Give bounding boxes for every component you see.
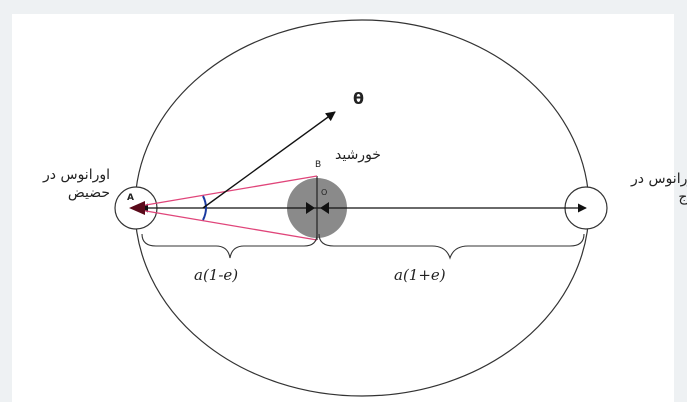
- perihelion-caption: اورانوس در حضیض: [10, 166, 110, 202]
- sun-label: خورشید: [335, 147, 381, 163]
- aphelion-caption: اورانوس در اوج: [598, 170, 687, 206]
- aphelion-caption-line2: اوج: [678, 189, 687, 205]
- sight-line-top: [139, 175, 318, 207]
- theta-label: θ: [353, 89, 364, 108]
- aphelion-distance-label: a(1+e): [394, 266, 446, 284]
- focus-marker-left: [306, 202, 315, 214]
- brace-perihelion: [141, 233, 318, 259]
- aphelion-caption-line1: اورانوس در: [631, 171, 687, 187]
- perihelion-distance-label: a(1-e): [194, 266, 239, 284]
- focus-marker-right: [320, 202, 329, 214]
- sight-line-bottom: [139, 209, 318, 241]
- point-o-label: O: [321, 188, 328, 197]
- perihelion-caption-line1: اورانوس در: [43, 167, 110, 183]
- angle-arc: [202, 195, 207, 221]
- point-a-label: A: [127, 193, 134, 203]
- point-b-label: B: [315, 160, 322, 170]
- perihelion-caption-line2: حضیض: [67, 185, 110, 201]
- theta-arrow: [202, 111, 336, 209]
- perihelion-arrowhead: [129, 201, 145, 215]
- brace-aphelion: [318, 233, 585, 260]
